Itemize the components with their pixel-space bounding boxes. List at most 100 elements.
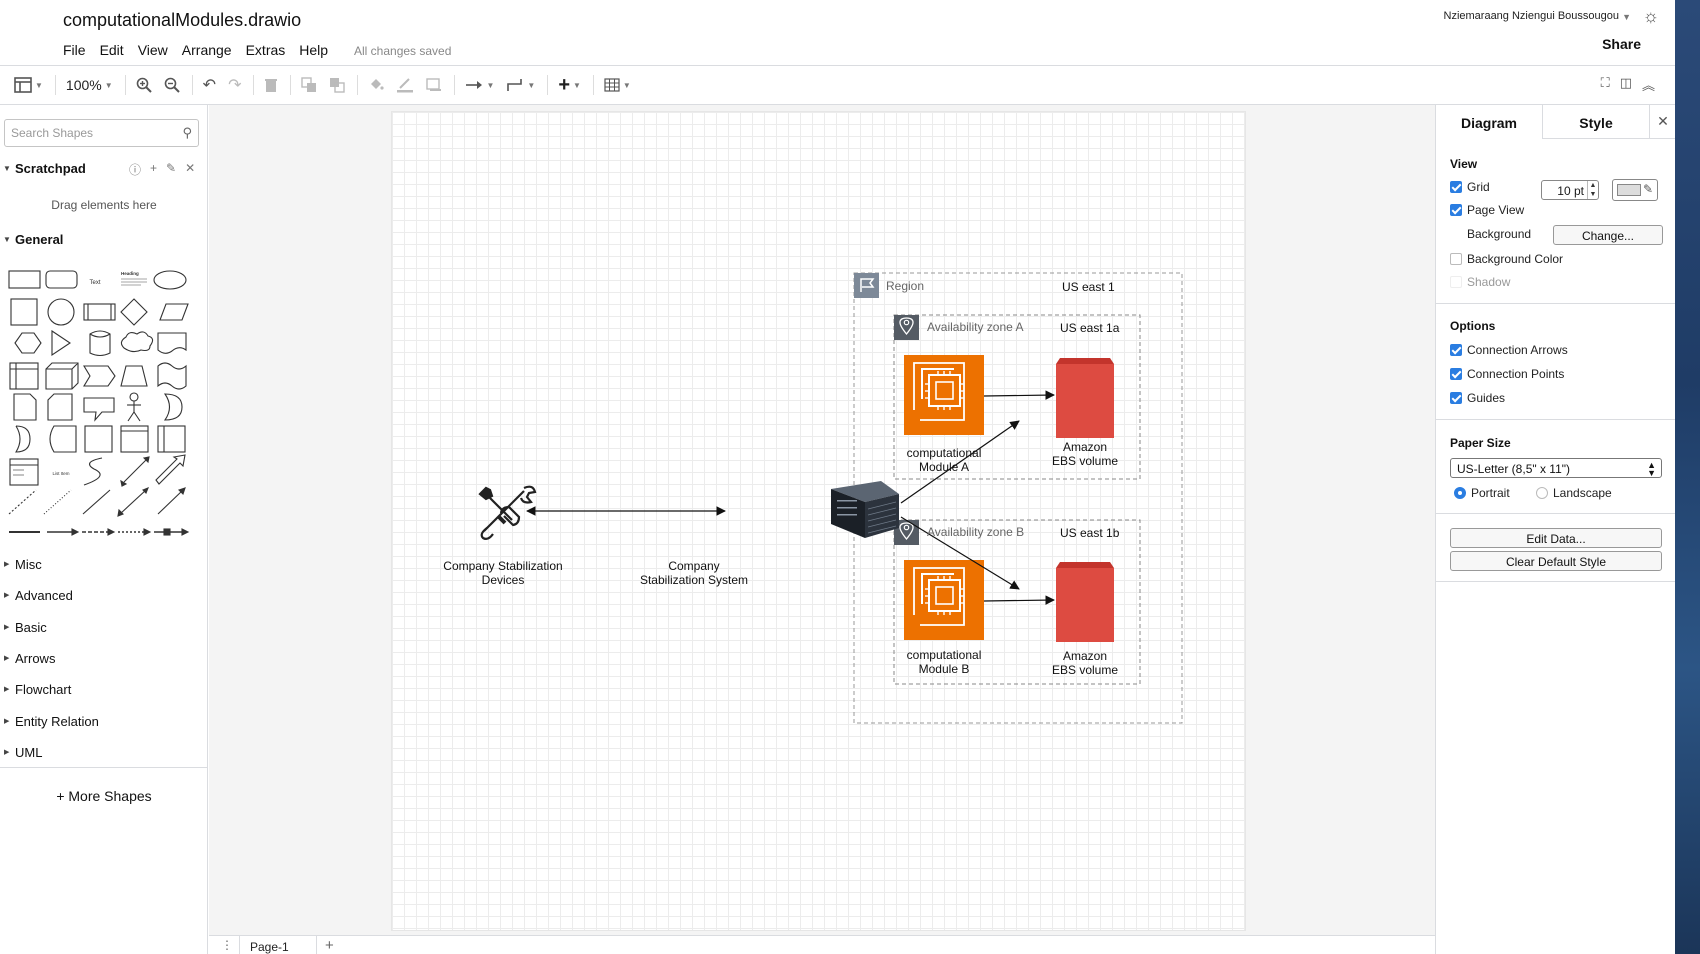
connection-style-button[interactable]: ▼ — [465, 79, 494, 91]
clear-default-style-button[interactable]: Clear Default Style — [1450, 551, 1662, 571]
add-page-icon[interactable]: + — [325, 937, 334, 954]
module-a-label[interactable]: computational Module A — [894, 446, 994, 474]
ebs-volume-b[interactable] — [1056, 562, 1114, 642]
shadow-row[interactable]: Shadow — [1450, 275, 1510, 289]
search-input[interactable]: Search Shapes ⚲ — [4, 119, 199, 147]
drawing-canvas[interactable]: Company Stabilization Devices Company St… — [209, 105, 1435, 935]
pages-menu-icon[interactable]: ⋮ — [221, 938, 233, 952]
edit-data-button[interactable]: Edit Data... — [1450, 528, 1662, 548]
zone-a-container[interactable] — [893, 314, 1141, 480]
shape-triangle[interactable] — [51, 329, 71, 357]
shape-tape[interactable] — [157, 362, 187, 390]
shape-curve[interactable] — [83, 457, 103, 486]
page-view-checkbox-row[interactable]: Page View — [1450, 203, 1524, 217]
connector-module-b-ebs-b[interactable] — [983, 595, 1055, 605]
tab-style[interactable]: Style — [1543, 105, 1650, 139]
shape-directional-connector[interactable] — [157, 487, 186, 515]
landscape-radio[interactable] — [1536, 487, 1548, 499]
zone-b-label[interactable]: Availability zone B — [927, 525, 1025, 539]
shape-rectangle[interactable] — [8, 270, 41, 289]
server-icon[interactable] — [831, 481, 899, 538]
search-icon[interactable]: ⚲ — [182, 125, 192, 140]
zone-a-name[interactable]: US east 1a — [1060, 321, 1120, 335]
portrait-radio[interactable] — [1454, 487, 1466, 499]
ec2-instance-b[interactable] — [904, 560, 984, 640]
zone-b-name[interactable]: US east 1b — [1060, 526, 1120, 540]
tab-diagram[interactable]: Diagram — [1436, 105, 1543, 139]
connection-arrows-row[interactable]: Connection Arrows — [1450, 343, 1568, 357]
undo-button[interactable]: ↶ — [203, 75, 216, 95]
redo-button[interactable]: ↷ — [228, 75, 241, 95]
edit-icon[interactable]: ✎ — [166, 161, 177, 175]
paper-size-select[interactable]: US-Letter (8,5" x 11") ▲▼ — [1450, 458, 1662, 478]
connector-system-module-a[interactable] — [900, 420, 1020, 504]
grid-size-input[interactable]: 10 pt — [1541, 180, 1599, 200]
shape-display[interactable] — [49, 425, 77, 453]
shape-bidirectional-connector[interactable] — [117, 487, 149, 517]
table-button[interactable]: ▼ — [604, 78, 631, 92]
background-color-row[interactable]: Background Color — [1450, 252, 1563, 266]
shape-text[interactable]: Text — [89, 280, 100, 286]
waypoints-button[interactable]: ▼ — [506, 77, 535, 93]
delete-button[interactable] — [264, 77, 278, 93]
shape-data-storage[interactable] — [15, 425, 31, 453]
shadow-checkbox[interactable] — [1450, 276, 1462, 288]
category-advanced[interactable]: ▶Advanced — [0, 588, 73, 603]
grid-color-picker[interactable]: ✎ — [1612, 179, 1658, 201]
connector-system-module-b[interactable] — [900, 516, 1020, 590]
shape-actor[interactable] — [127, 392, 141, 422]
shape-container[interactable] — [157, 425, 186, 453]
diagram-page[interactable] — [391, 111, 1246, 931]
portrait-row[interactable]: Portrait — [1454, 486, 1510, 500]
close-icon[interactable]: ✕ — [185, 161, 196, 175]
chevron-down-icon[interactable]: ▼ — [1622, 12, 1631, 22]
connection-arrows-checkbox[interactable] — [1450, 344, 1462, 356]
landscape-row[interactable]: Landscape — [1536, 486, 1612, 500]
shape-rounded-rectangle[interactable] — [45, 270, 78, 289]
shape-arrow[interactable] — [155, 454, 186, 485]
to-front-button[interactable] — [301, 77, 317, 93]
page-view-checkbox[interactable] — [1450, 204, 1462, 216]
ebs-volume-a[interactable] — [1056, 358, 1114, 438]
guides-row[interactable]: Guides — [1450, 391, 1505, 405]
shape-link-block[interactable] — [154, 528, 190, 536]
help-icon[interactable]: ⓘ — [129, 163, 142, 177]
plus-icon[interactable]: + — [150, 161, 158, 175]
shape-process[interactable] — [83, 303, 116, 321]
menu-help[interactable]: Help — [299, 42, 329, 58]
menu-arrange[interactable]: Arrange — [181, 42, 232, 58]
shape-frame[interactable] — [84, 425, 113, 453]
shape-dotted-line[interactable] — [43, 489, 72, 515]
shape-callout[interactable] — [83, 397, 115, 422]
shape-square[interactable] — [10, 298, 38, 326]
shape-ellipse[interactable] — [153, 270, 187, 290]
zoom-select[interactable]: 100%▼ — [66, 77, 113, 93]
to-back-button[interactable] — [329, 77, 346, 93]
shape-link-dotted[interactable] — [118, 528, 152, 536]
zoom-in-button[interactable] — [136, 77, 152, 93]
shape-link-dashed[interactable] — [82, 528, 116, 536]
tools-icon[interactable] — [478, 485, 537, 540]
more-shapes-button[interactable]: + More Shapes — [56, 788, 152, 804]
shape-trapezoid[interactable] — [120, 365, 148, 387]
format-panel-icon[interactable]: ◫ — [1619, 75, 1632, 90]
category-arrows[interactable]: ▶Arrows — [0, 651, 55, 666]
menu-edit[interactable]: Edit — [99, 42, 124, 58]
shape-line[interactable] — [82, 489, 111, 515]
menu-extras[interactable]: Extras — [245, 42, 286, 58]
shape-bidirectional-arrow[interactable] — [120, 456, 150, 487]
general-header[interactable]: ▼ General — [0, 232, 63, 247]
shape-diamond[interactable] — [120, 298, 148, 326]
ec2-instance-a[interactable] — [904, 355, 984, 435]
category-flowchart[interactable]: ▶Flowchart — [0, 682, 71, 697]
category-misc[interactable]: ▶Misc — [0, 557, 42, 572]
change-background-button[interactable]: Change... — [1553, 225, 1663, 245]
close-icon[interactable]: ✕ — [1650, 105, 1676, 139]
shape-step[interactable] — [83, 365, 116, 387]
grid-size-stepper[interactable]: ▲▼ — [1587, 181, 1598, 199]
line-color-button[interactable] — [396, 77, 414, 93]
shape-document[interactable] — [157, 332, 187, 354]
zone-a-label[interactable]: Availability zone A — [927, 320, 1024, 334]
shape-card[interactable] — [47, 393, 73, 421]
user-name[interactable]: Nziemaraang Nziengui Boussougou — [1443, 10, 1620, 22]
